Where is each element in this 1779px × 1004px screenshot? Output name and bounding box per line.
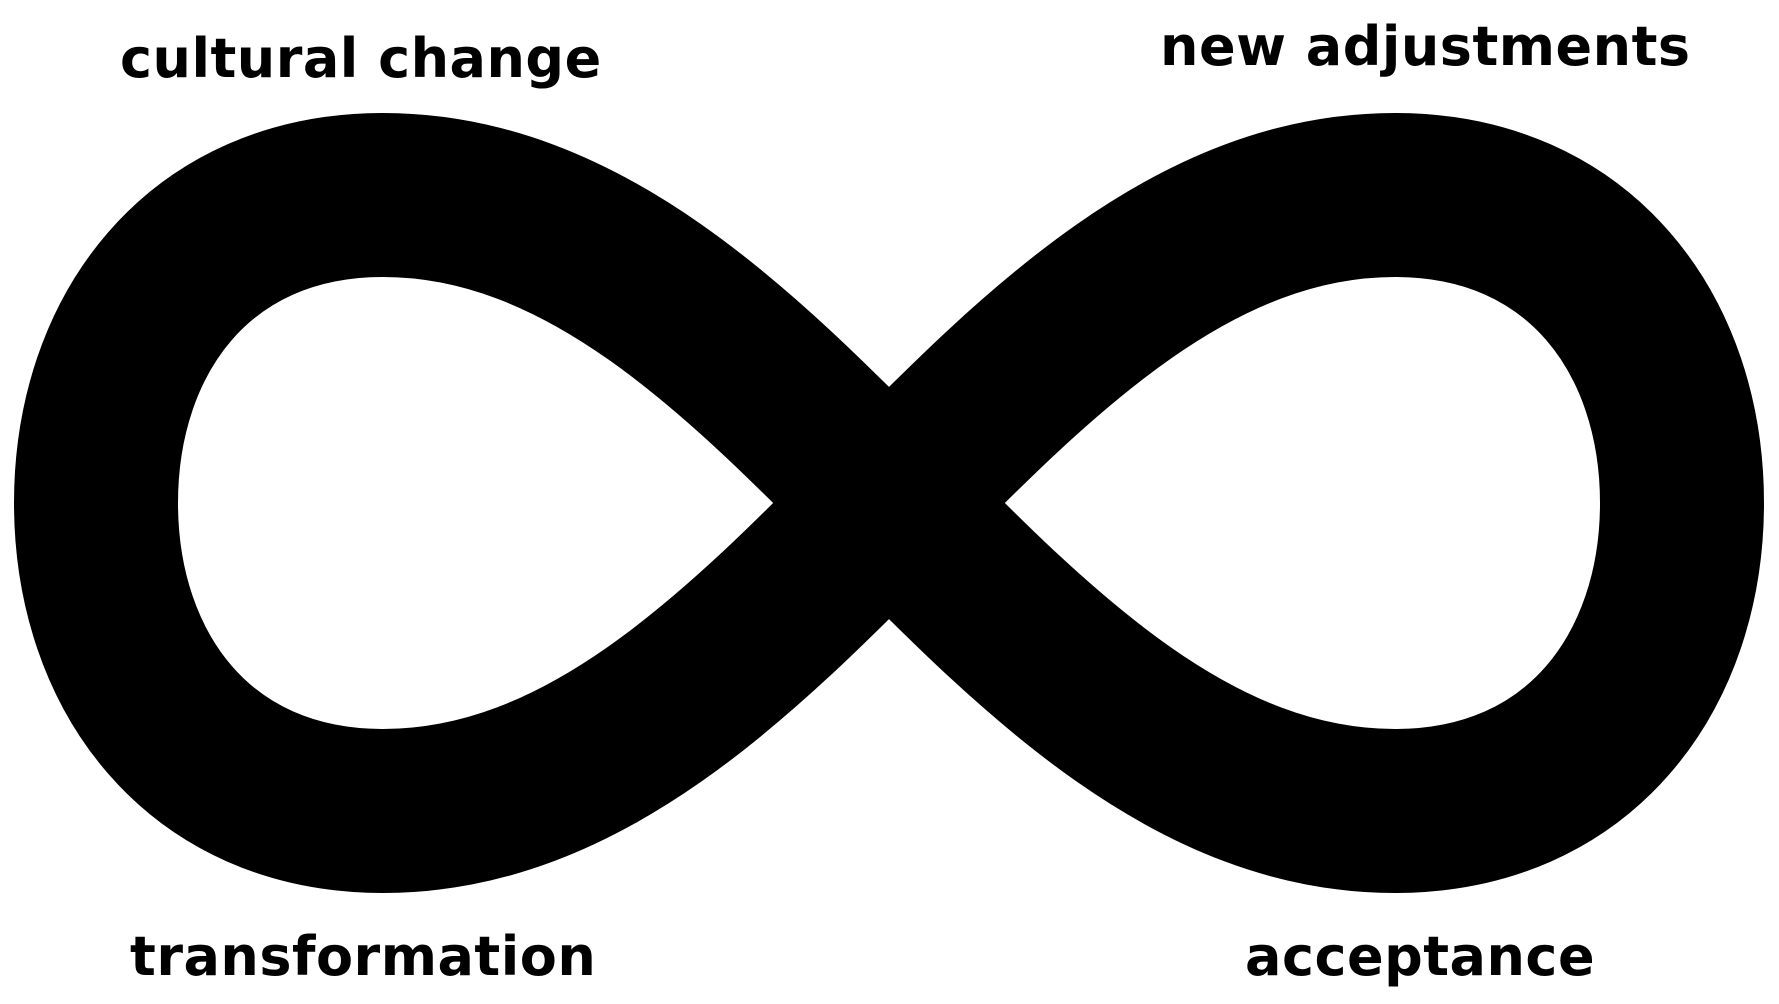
label-acceptance: acceptance xyxy=(1245,925,1596,988)
infinity-icon xyxy=(13,112,1765,894)
label-new-adjustments: new adjustments xyxy=(1160,15,1691,78)
label-cultural-change: cultural change xyxy=(120,27,602,90)
label-transformation: transformation xyxy=(130,925,597,988)
